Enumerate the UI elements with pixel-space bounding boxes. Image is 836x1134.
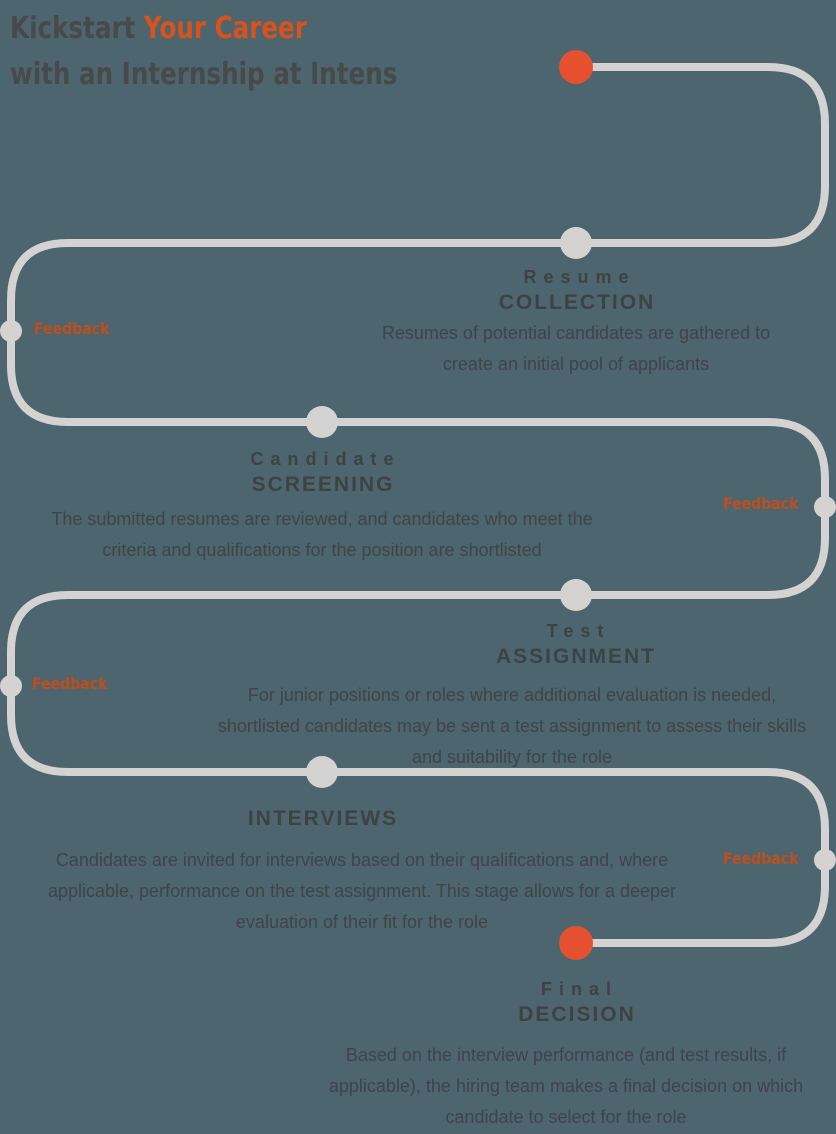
stage-name: INTERVIEWS: [247, 807, 399, 830]
stage-eyebrow: Resume: [523, 267, 636, 287]
stage-name: DECISION: [518, 1003, 636, 1026]
stage-name: COLLECTION: [498, 291, 656, 314]
stage-name: ASSIGNMENT: [495, 645, 656, 668]
feedback-dot-4: [814, 849, 836, 871]
stage-description-test-assignment: For junior positions or roles where addi…: [217, 685, 807, 767]
node-candidate-screening: [306, 406, 338, 438]
stage-heading-interviews: INTERVIEWS: [122, 806, 522, 832]
node-start: [559, 50, 593, 84]
stage-heading-test-assignment: Test ASSIGNMENT: [375, 618, 775, 670]
stage-heading-final-decision: Final DECISION: [376, 976, 776, 1028]
node-final-decision: [559, 926, 593, 960]
stage-description-interviews: Candidates are invited for interviews ba…: [47, 850, 677, 932]
stage-description-candidate-screening: The submitted resumes are reviewed, and …: [51, 509, 593, 560]
stage-heading-resume-collection: Resume COLLECTION: [376, 264, 776, 316]
title-line-1: Kickstart Your Career: [10, 6, 397, 52]
stage-description-resume-collection: Resumes of potential candidates are gath…: [381, 323, 771, 374]
title-line1-dark: Kickstart: [10, 11, 144, 46]
stage-eyebrow: Final: [540, 979, 618, 999]
stage-eyebrow: Test: [546, 621, 611, 641]
feedback-label: Feedback: [723, 849, 799, 868]
feedback-label: Feedback: [34, 319, 110, 338]
title-line-2: with an Internship at Intens: [10, 57, 398, 92]
feedback-label: Feedback: [723, 494, 799, 513]
feedback-dot-3: [0, 675, 22, 697]
page-title: Kickstart Your Career with an Internship…: [10, 6, 397, 98]
stage-eyebrow: Candidate: [250, 449, 401, 469]
title-line1-accent: Your Career: [143, 11, 307, 46]
feedback-label: Feedback: [32, 674, 108, 693]
stage-description-final-decision: Based on the interview performance (and …: [328, 1045, 804, 1127]
stage-heading-candidate-screening: Candidate SCREENING: [122, 446, 522, 498]
feedback-dot-2: [814, 496, 836, 518]
node-interviews: [306, 756, 338, 788]
stage-name: SCREENING: [251, 473, 395, 496]
node-resume-collection: [560, 227, 592, 259]
feedback-dot-1: [0, 320, 22, 342]
node-test-assignment: [560, 579, 592, 611]
